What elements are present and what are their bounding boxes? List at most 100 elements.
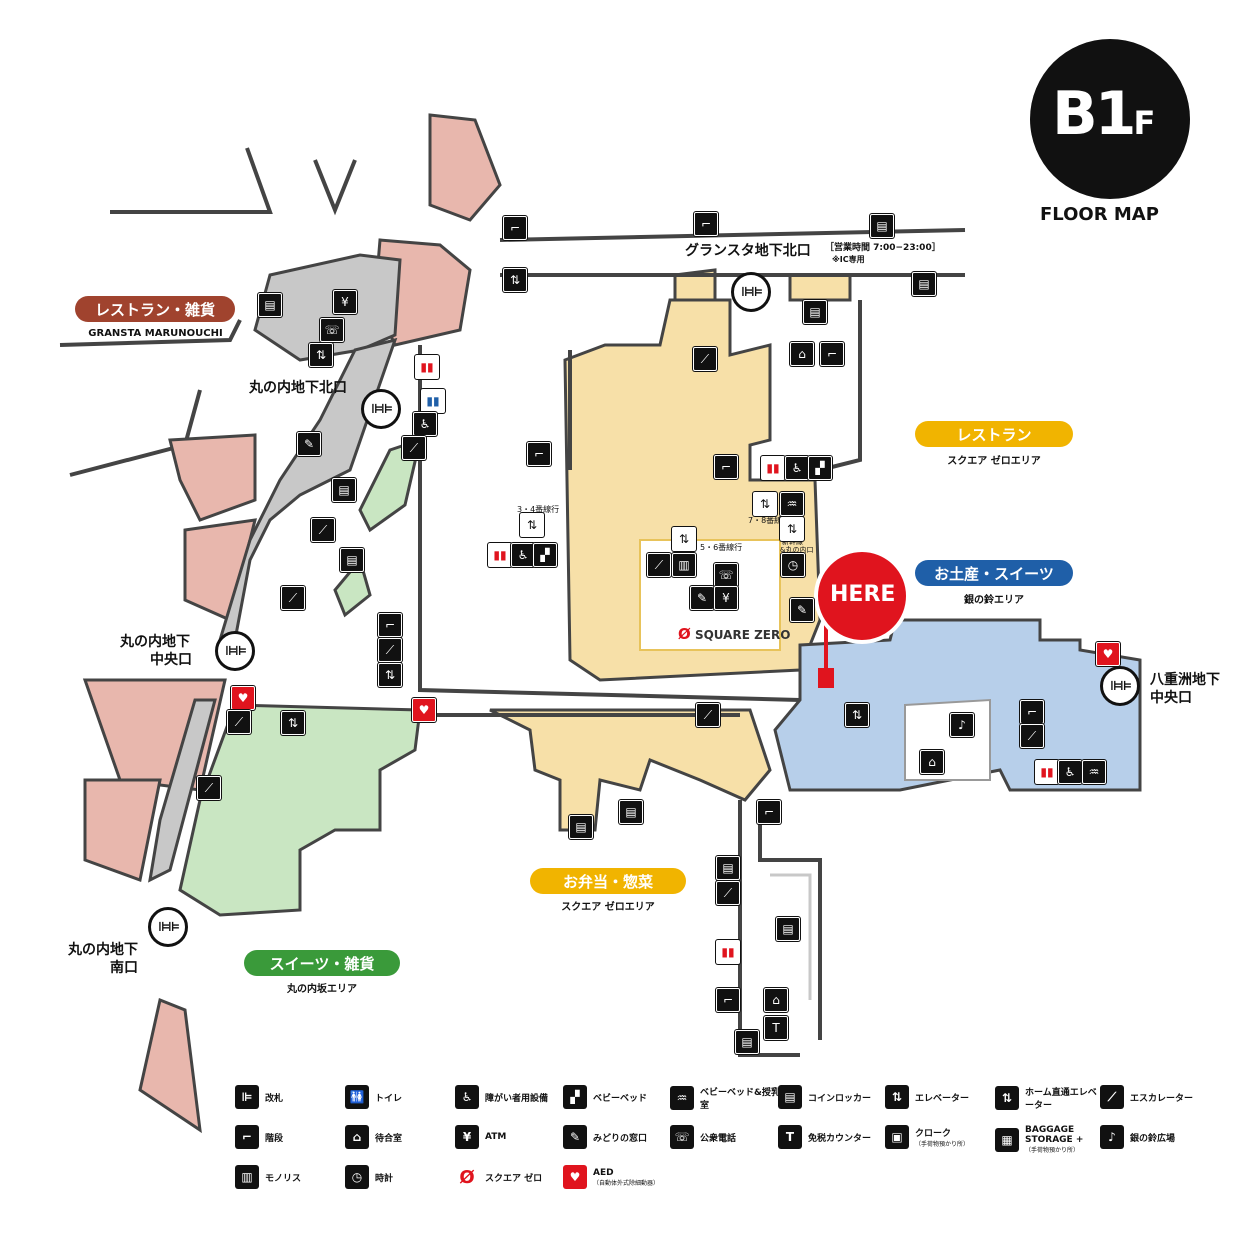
nursing-room-icon[interactable]: ♒ <box>1082 760 1106 784</box>
platform-elevator-icon[interactable]: ⇅ <box>780 517 804 541</box>
coin-locker-icon[interactable]: ▤ <box>332 478 356 502</box>
stairs-icon[interactable]: ⌐ <box>527 442 551 466</box>
platform-elevator-icon[interactable]: ⇅ <box>520 513 544 537</box>
accessible-toilet-icon[interactable]: ♿ <box>511 543 535 567</box>
gate-yaesu-center-label-2: 中央口 <box>1150 690 1192 706</box>
gate-granstar-north-hours: ［営業時間 7:00−23:00］ <box>825 243 941 253</box>
square-zero-icon: Ø <box>678 625 691 643</box>
gate-yaesu-center[interactable]: ⊫⊫ <box>1100 666 1140 706</box>
sweets-area <box>178 437 423 917</box>
escalator-icon[interactable]: ⟋ <box>402 436 426 460</box>
toilet-icon[interactable]: ▮▮ <box>716 940 740 964</box>
marunouchi-shops <box>82 113 502 1134</box>
toilet-icon[interactable]: ▮▮ <box>415 355 439 379</box>
atm-icon[interactable]: ¥ <box>714 586 738 610</box>
coin-locker-icon[interactable]: ▤ <box>619 800 643 824</box>
walls <box>418 228 966 1057</box>
stairs-icon[interactable]: ⌐ <box>714 455 738 479</box>
coin-locker-icon[interactable]: ▤ <box>258 293 282 317</box>
coin-locker-icon[interactable]: ▤ <box>716 856 740 880</box>
aed-icon[interactable]: ♥ <box>412 698 436 722</box>
gate-granstar-north[interactable]: ⊫⊫ <box>731 272 771 312</box>
area-restaurant-marunouchi-sub: GRANSTA MARUNOUCHI <box>88 328 223 339</box>
platform-56-label: 5・6番線行 <box>700 543 743 552</box>
coin-locker-icon[interactable]: ▤ <box>735 1030 759 1054</box>
escalator-icon[interactable]: ⟋ <box>696 703 720 727</box>
elevator-icon[interactable]: ⇅ <box>503 268 527 292</box>
stairs-icon[interactable]: ⌐ <box>503 216 527 240</box>
gate-marunouchi-north-label: 丸の内地下北口 <box>249 380 347 396</box>
accessible-toilet-icon[interactable]: ♿ <box>413 412 437 436</box>
coin-locker-icon[interactable]: ▤ <box>340 548 364 572</box>
floor-badge <box>1030 39 1190 199</box>
phone-icon[interactable]: ☏ <box>714 563 738 587</box>
escalator-icon[interactable]: ⟋ <box>311 518 335 542</box>
coin-locker-icon[interactable]: ▤ <box>803 300 827 324</box>
stairs-icon[interactable]: ⌐ <box>694 212 718 236</box>
marunouchi-concourse <box>148 253 402 883</box>
escalator-icon[interactable]: ⟋ <box>1020 724 1044 748</box>
escalator-icon[interactable]: ⟋ <box>197 776 221 800</box>
shinkansen-label-2: &丸の内口 <box>780 546 814 554</box>
area-sweets: スイーツ・雑貨 <box>244 950 400 976</box>
gate-marunouchi-north[interactable]: ⊫⊫ <box>361 389 401 429</box>
coin-locker-icon[interactable]: ▤ <box>912 272 936 296</box>
elevator-icon[interactable]: ⇅ <box>309 343 333 367</box>
atm-icon[interactable]: ¥ <box>333 290 357 314</box>
stairs-icon[interactable]: ⌐ <box>757 800 781 824</box>
gate-yaesu-center-label-1: 八重洲地下 <box>1150 672 1220 688</box>
platform-elevator-icon[interactable]: ⇅ <box>672 527 696 551</box>
area-souvenir-sub: 銀の鈴エリア <box>964 595 1024 606</box>
aed-icon[interactable]: ♥ <box>231 686 255 710</box>
elevator-icon[interactable]: ⇅ <box>378 663 402 687</box>
platform-elevator-icon[interactable]: ⇅ <box>753 492 777 516</box>
escalator-icon[interactable]: ⟋ <box>647 553 671 577</box>
clock-icon[interactable]: ◷ <box>781 553 805 577</box>
aed-icon[interactable]: ♥ <box>1096 642 1120 666</box>
ticket-office-icon[interactable]: ✎ <box>297 432 321 456</box>
ticket-office-icon[interactable]: ✎ <box>790 598 814 622</box>
accessible-toilet-icon[interactable]: ♿ <box>785 456 809 480</box>
escalator-icon[interactable]: ⟋ <box>227 710 251 734</box>
platform-34-label: 3・4番線行 <box>517 505 560 514</box>
waiting-room-icon[interactable]: ⌂ <box>764 988 788 1012</box>
stairs-icon[interactable]: ⌐ <box>1020 700 1044 724</box>
ticket-office-icon[interactable]: ✎ <box>690 586 714 610</box>
toilet-icon[interactable]: ▮▮ <box>488 543 512 567</box>
gate-granstar-north-label: グランスタ地下北口 <box>685 243 811 259</box>
waiting-room-icon[interactable]: ⌂ <box>790 342 814 366</box>
monolith-icon[interactable]: ▥ <box>672 553 696 577</box>
waiting-room-icon[interactable]: ⌂ <box>920 750 944 774</box>
gate-marunouchi-center[interactable]: ⊫⊫ <box>215 631 255 671</box>
stairs-icon[interactable]: ⌐ <box>820 342 844 366</box>
toilet-icon[interactable]: ▮▮ <box>421 389 445 413</box>
toilet-icon[interactable]: ▮▮ <box>761 456 785 480</box>
baby-bed-icon[interactable]: ▞ <box>808 456 832 480</box>
elevator-icon[interactable]: ⇅ <box>281 711 305 735</box>
coin-locker-icon[interactable]: ▤ <box>776 917 800 941</box>
coin-locker-icon[interactable]: ▤ <box>569 815 593 839</box>
baby-bed-icon[interactable]: ▞ <box>533 543 557 567</box>
escalator-icon[interactable]: ⟋ <box>378 638 402 662</box>
gate-granstar-north-note: ※IC専用 <box>832 255 865 264</box>
stairs-icon[interactable]: ⌐ <box>378 613 402 637</box>
silver-bell-plaza <box>904 698 991 781</box>
tax-free-icon[interactable]: T <box>764 1016 788 1040</box>
phone-icon[interactable]: ☏ <box>320 318 344 342</box>
escalator-icon[interactable]: ⟋ <box>693 347 717 371</box>
gate-marunouchi-south[interactable]: ⊫⊫ <box>148 907 188 947</box>
accessible-toilet-icon[interactable]: ♿ <box>1058 760 1082 784</box>
floor-map-caption: FLOOR MAP <box>1040 204 1159 225</box>
square-zero-logo: Ø SQUARE ZERO <box>678 625 791 643</box>
area-restaurant-zero: レストラン <box>915 421 1073 447</box>
nursing-room-icon[interactable]: ♒ <box>780 492 804 516</box>
silver-bell-icon[interactable]: ♪ <box>950 713 974 737</box>
escalator-icon[interactable]: ⟋ <box>281 586 305 610</box>
toilet-icon[interactable]: ▮▮ <box>1035 760 1059 784</box>
escalator-icon[interactable]: ⟋ <box>716 881 740 905</box>
stairs-icon[interactable]: ⌐ <box>716 988 740 1012</box>
coin-locker-icon[interactable]: ▤ <box>870 214 894 238</box>
shinkansen-label-1: 新幹線 <box>782 538 803 546</box>
elevator-icon[interactable]: ⇅ <box>845 703 869 727</box>
